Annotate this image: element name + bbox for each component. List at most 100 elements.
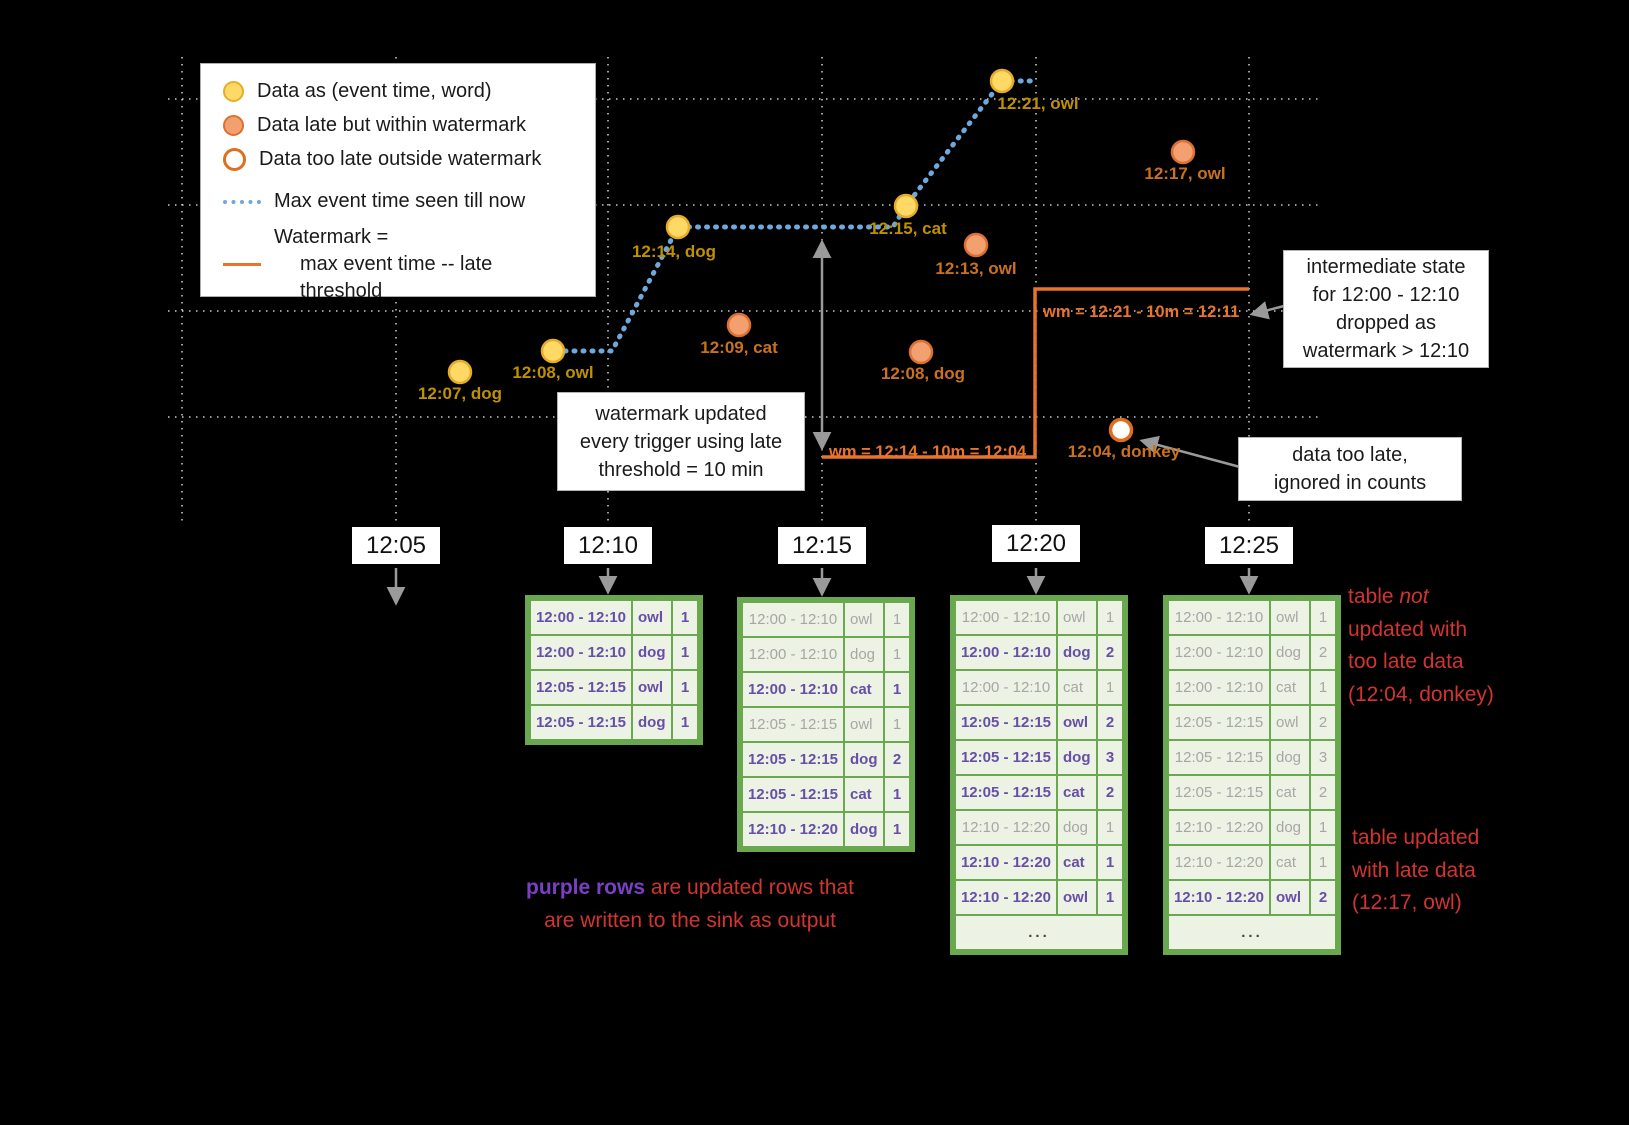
table-not-updated-note: table not updated with too late data (12…	[1348, 585, 1494, 706]
cell-count: 1	[673, 706, 697, 739]
cell-word: dog	[633, 636, 671, 669]
cell-count: 2	[1311, 636, 1335, 669]
cell-window: 12:10 - 12:20	[1169, 846, 1269, 879]
legend-item-late: Data late but within watermark	[223, 114, 575, 137]
cell-count: 1	[885, 813, 909, 846]
legend-label: Max event time seen till now	[274, 190, 526, 212]
solid-line-icon	[223, 263, 261, 266]
legend-item-watermark: Watermark = max event time -- late thres…	[223, 224, 575, 305]
point-label-12-09-cat: 12:09, cat	[700, 338, 778, 357]
legend-label: Data late but within watermark	[257, 114, 527, 136]
dotted-line-icon	[223, 199, 261, 204]
ellipsis-row: ...	[956, 916, 1122, 949]
cell-window: 12:00 - 12:10	[743, 603, 843, 636]
cell-window: 12:00 - 12:10	[1169, 636, 1269, 669]
cell-word: owl	[1271, 601, 1309, 634]
point-label-12-08-owl: 12:08, owl	[512, 363, 594, 382]
cell-word: owl	[1271, 881, 1309, 914]
legend-label: Data as (event time, word)	[257, 80, 492, 102]
cell-word: dog	[1058, 741, 1096, 774]
cell-word: owl	[845, 708, 883, 741]
cell-word: cat	[1271, 671, 1309, 704]
cell-count: 1	[673, 601, 697, 634]
too-late-note-arrow	[1139, 435, 1241, 469]
cell-window: 12:05 - 12:15	[1169, 776, 1269, 809]
intermediate-note-arrow	[1249, 301, 1285, 320]
cell-window: 12:00 - 12:10	[1169, 601, 1269, 634]
cell-word: dog	[1271, 636, 1309, 669]
cell-window: 12:00 - 12:10	[531, 636, 631, 669]
legend-item-too-late: Data too late outside watermark	[223, 148, 575, 171]
trigger-time-12-05: 12:05	[352, 527, 440, 564]
point-label-12-08-dog: 12:08, dog	[880, 364, 966, 383]
cell-window: 12:05 - 12:15	[743, 743, 843, 776]
point-label-12-21-owl: 12:21, owl	[997, 94, 1079, 113]
table-updated-note: table updated with late data (12:17, owl…	[1352, 826, 1480, 915]
cell-window: 12:00 - 12:10	[1169, 671, 1269, 704]
cell-window: 12:00 - 12:10	[531, 601, 631, 634]
cell-word: dog	[1271, 811, 1309, 844]
cell-window: 12:00 - 12:10	[743, 673, 843, 706]
cell-word: owl	[1058, 881, 1096, 914]
intermediate-state-note: intermediate state for 12:00 - 12:10 dro…	[1283, 250, 1489, 368]
too-late-point-icon	[223, 148, 246, 171]
trigger-time-12-20: 12:20	[992, 525, 1080, 562]
cell-window: 12:10 - 12:20	[956, 811, 1056, 844]
point-label-12-17-owl: 12:17, owl	[1144, 164, 1226, 183]
table-row: ...	[956, 916, 1122, 949]
cell-count: 1	[1098, 846, 1122, 879]
cell-window: 12:10 - 12:20	[956, 881, 1056, 914]
point-label-12-14-dog: 12:14, dog	[631, 242, 717, 261]
cell-word: owl	[845, 603, 883, 636]
cell-count: 2	[1098, 706, 1122, 739]
point-12-14-dog	[665, 214, 691, 240]
cell-word: owl	[633, 671, 671, 704]
legend-label: Data too late outside watermark	[259, 148, 542, 170]
legend: Data as (event time, word) Data late but…	[200, 63, 596, 302]
cell-word: cat	[845, 778, 883, 811]
point-12-13-owl	[963, 232, 989, 258]
point-12-17-owl	[1170, 139, 1196, 165]
cell-count: 3	[1098, 741, 1122, 774]
cell-window: 12:00 - 12:10	[956, 671, 1056, 704]
cell-window: 12:00 - 12:10	[956, 601, 1056, 634]
watermark-update-note: watermark updated every trigger using la…	[557, 392, 805, 491]
watermark-line	[822, 287, 1249, 459]
cell-count: 1	[673, 636, 697, 669]
legend-label: Watermark = max event time -- late thres…	[274, 226, 493, 302]
cell-window: 12:05 - 12:15	[956, 706, 1056, 739]
point-12-04-donkey	[1108, 417, 1134, 443]
cell-word: cat	[1271, 776, 1309, 809]
cell-count: 1	[1098, 601, 1122, 634]
cell-word: cat	[1271, 846, 1309, 879]
cell-count: 1	[885, 708, 909, 741]
point-12-15-cat	[893, 193, 919, 219]
cell-window: 12:10 - 12:20	[1169, 881, 1269, 914]
cell-count: 3	[1311, 741, 1335, 774]
legend-item-ontime: Data as (event time, word)	[223, 80, 575, 103]
cell-window: 12:10 - 12:20	[956, 846, 1056, 879]
watermark-value-label-1: wm = 12:14 - 10m = 12:04	[829, 443, 1027, 461]
cell-word: cat	[1058, 846, 1096, 879]
cell-word: cat	[1058, 671, 1096, 704]
